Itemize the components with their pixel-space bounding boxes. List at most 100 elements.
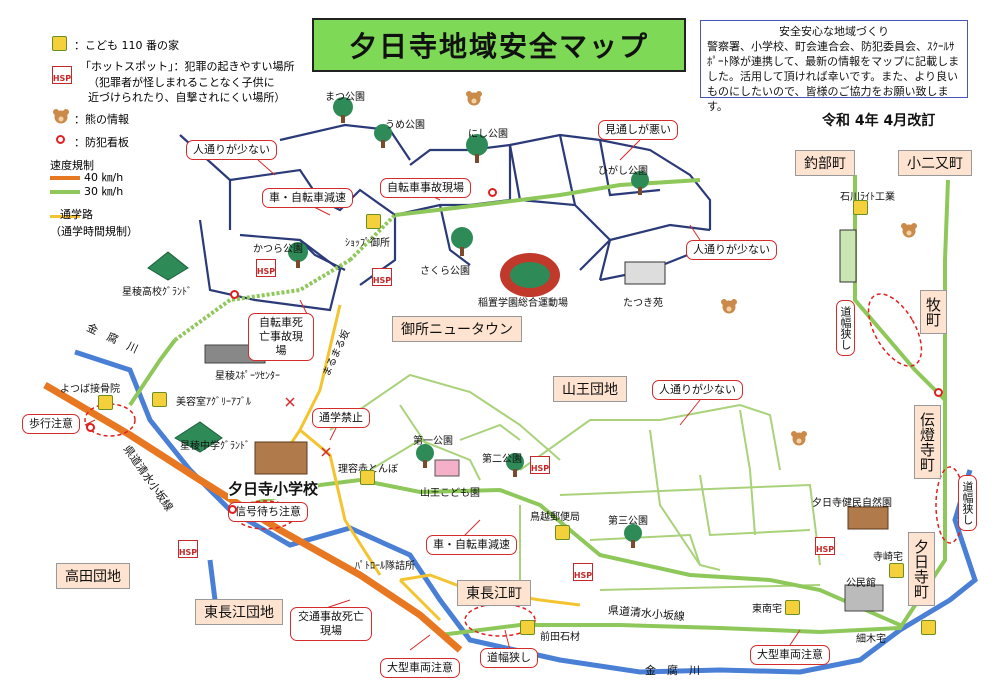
kodomo110-terasaki: [889, 563, 904, 578]
kodomo110-gosho: [366, 214, 381, 229]
kodomo110-icon: [52, 36, 67, 51]
place-dai2-park: 第二公園: [482, 454, 522, 465]
legend-hotspot-desc2: 近づけられたり、自撃されにくい場所）: [88, 91, 286, 104]
speed30-swatch: [50, 190, 80, 194]
bear-icon: [53, 109, 69, 124]
map-title: 夕日寺地域安全マップ: [312, 18, 686, 72]
notice-body: 警察署、小学校、町会連合会、防犯委員会、ｽｸｰﾙｻﾎﾟｰﾄ隊が連携して、最新の情…: [707, 40, 960, 113]
place-riken: 理容赤とんぼ: [338, 460, 398, 475]
legend-hotspot-desc1: （犯罪者が怪しまれることなく子供に: [88, 76, 275, 89]
speed-30-dashed: [173, 213, 397, 342]
callout-traffic-fatal: 交通事故死亡現場: [290, 607, 372, 641]
place-ume-park: うめ公園: [385, 120, 425, 131]
legend-bear: ：熊の情報: [74, 113, 129, 126]
place-tounan: 東南宅: [752, 604, 782, 615]
bear-icon: [791, 431, 807, 446]
callout-walk-caution: 歩行注意: [22, 414, 80, 434]
speed40-swatch: [50, 176, 80, 180]
signboard-marker: [488, 188, 497, 197]
hsp-marker-dai2: HSP: [530, 456, 550, 474]
place-tatsuki: たつき苑: [623, 298, 663, 309]
place-katsura-park: かつら公園: [253, 244, 303, 255]
signboard-marker: [86, 423, 95, 432]
kodomo110-ishikawa: [853, 200, 868, 215]
callout-few-people-1: 人通りが少ない: [186, 140, 277, 160]
kodomo110-tounan: [785, 600, 800, 615]
area-dentoji: 伝燈寺町: [914, 405, 941, 479]
area-tsuribe: 釣部町: [795, 150, 855, 176]
park-trees: [288, 97, 649, 548]
kodomo110-maeda: [520, 620, 535, 635]
signboard-icon: [56, 135, 65, 144]
hsp-marker-kenmin: HSP: [815, 537, 835, 555]
place-sanno-kodomo: 山王こども園: [420, 488, 480, 499]
callout-large-vehicle-2: 大型車両注意: [750, 645, 830, 665]
legend-hotspot-title: 「ホットスポット」：犯罪の起きやすい場所: [80, 60, 295, 73]
hsp-marker-takada: HSP: [178, 540, 198, 558]
place-shop-gosho: ｼｮｯﾌﾟ御所: [345, 238, 390, 249]
yuhidera-elementary: 夕日寺小学校: [228, 478, 319, 499]
place-post-office: 鳥越郵便局: [530, 512, 580, 523]
bear-icon: [721, 299, 737, 314]
callout-few-people-2: 人通りが少ない: [686, 240, 777, 260]
signboard-marker: [228, 505, 237, 514]
green-bar: [839, 229, 857, 283]
area-yuhideramachi: 夕日寺町: [908, 532, 935, 606]
area-takada-danchi: 高田団地: [56, 563, 130, 589]
hsp-marker-higashinagae: HSP: [573, 563, 593, 581]
kodomo110-biyoshitsu: [152, 392, 167, 407]
hsp-icon: HSP: [52, 66, 72, 84]
place-kominkan: 公民館: [846, 578, 876, 589]
callout-bike-accident: 自転車事故現場: [380, 178, 471, 198]
callout-narrow-road-2: 道幅狭し: [836, 300, 855, 356]
place-seiryo-ground: 星稜高校ｸﾞﾗﾝﾄﾞ: [122, 287, 192, 298]
place-maeda: 前田石材: [540, 632, 580, 643]
hsp-marker-gosho: HSP: [372, 268, 392, 286]
signboard-marker: [934, 388, 943, 397]
place-sakura-park: さくら公園: [420, 266, 470, 277]
ground-icons: [147, 251, 223, 453]
place-stadium: 稲置学園総合運動場: [478, 298, 568, 309]
area-gosho-newtown: 御所ニュータウン: [392, 316, 522, 342]
callout-slow-down-2: 車・自転車減速: [426, 535, 517, 555]
signboard-marker: [230, 290, 239, 299]
kodomo110-hosoki: [921, 620, 936, 635]
kodomo110-post: [555, 525, 570, 540]
x-marks: [285, 397, 331, 457]
legend-school-route-note: （通学時間規制）: [50, 225, 138, 238]
notice-heading: 安全安心な地域づくり: [779, 25, 889, 38]
place-biyoshitsu: 美容室ｱｸﾞﾘｰｱﾌﾞﾙ: [176, 397, 251, 408]
kodomo110-yotsuba: [98, 395, 113, 410]
place-kenmin: 夕日寺健民自然園: [812, 498, 892, 509]
place-hosoki: 細木宅: [856, 634, 886, 645]
legend-signboard: ：防犯看板: [74, 136, 129, 149]
notice-box: 安全安心な地域づくり 警察署、小学校、町会連合会、防犯委員会、ｽｸｰﾙｻﾎﾟｰﾄ…: [700, 20, 968, 113]
legend-speed40: 40 ㎞/h: [84, 171, 124, 184]
callout-signal-wait: 信号待ち注意: [228, 502, 308, 522]
revised-date: 令和 4年 4月改訂: [822, 113, 936, 129]
legend-speed-title: 速度規制: [50, 159, 94, 172]
callout-large-vehicle-1: 大型車両注意: [380, 658, 460, 678]
callout-narrow-road-3: 道幅狭し: [958, 475, 977, 531]
bear-icon: [466, 91, 482, 106]
place-patrol: ﾊﾟﾄﾛｰﾙ隊詰所: [355, 561, 415, 572]
school-route-swatch: [50, 215, 80, 218]
legend-kodomo110: ：こども 110 番の家: [74, 39, 179, 52]
place-yotsuba: よつば接骨院: [60, 384, 120, 395]
kodomo110-riken: [360, 470, 375, 485]
place-seiryo-jhs: 星稜中学ｸﾞﾗﾝﾄﾞ: [180, 441, 250, 452]
area-sanno-danchi: 山王団地: [553, 376, 627, 402]
place-dai3-park: 第三公園: [608, 516, 648, 527]
callout-no-school-route: 通学禁止: [312, 408, 370, 428]
place-seiryo-sports: 星稜ｽﾎﾟｰﾂｾﾝﾀｰ: [215, 371, 280, 382]
bear-icon: [901, 223, 917, 238]
callout-slow-down-1: 車・自転車減速: [262, 188, 353, 208]
area-konimata: 小二又町: [898, 150, 972, 176]
callout-narrow-road-1: 道幅狭し: [480, 648, 538, 668]
place-matsu-park: まつ公園: [325, 92, 365, 103]
callout-poor-visibility: 見通しが悪い: [598, 120, 678, 140]
area-maki: 牧町: [920, 290, 947, 334]
place-ishikawa: 石川ﾗｲﾄ工業: [840, 192, 895, 203]
stadium-icon: [500, 253, 560, 297]
hsp-marker-katsura: HSP: [256, 259, 276, 277]
